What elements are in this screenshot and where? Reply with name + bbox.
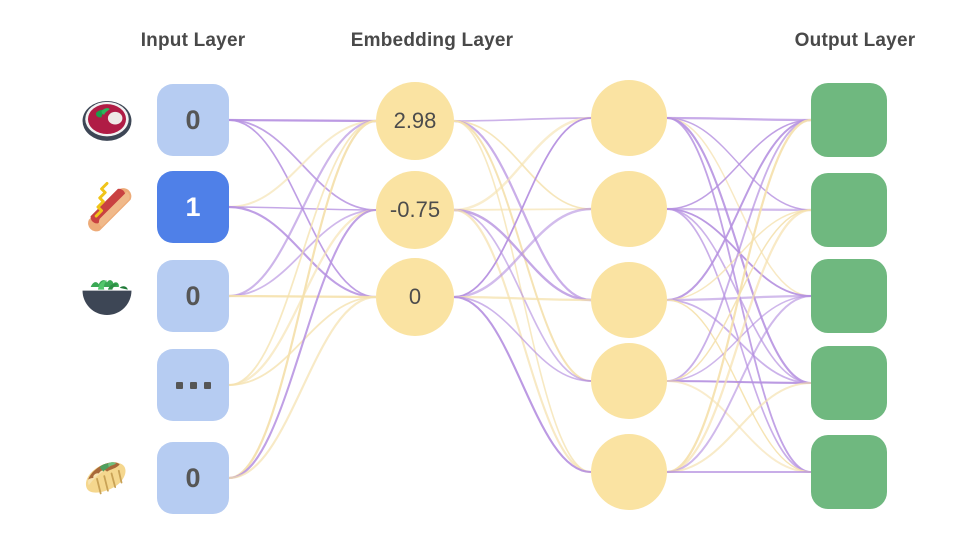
connection-edge: [453, 117, 592, 298]
connection-edge: [453, 116, 592, 212]
meat-plate-icon: [78, 91, 136, 149]
connection-edge: [453, 296, 592, 382]
input-value-box-ellipsis[interactable]: [157, 349, 229, 421]
connection-edge: [228, 118, 377, 123]
connection-edge: [228, 119, 377, 211]
connection-edge: [666, 117, 812, 211]
header-input-layer: Input Layer: [140, 30, 246, 51]
connection-edge: [666, 381, 812, 474]
embedding-node-value: -0.75: [389, 197, 441, 222]
connection-edge: [666, 207, 812, 212]
connection-edge: [453, 119, 592, 302]
connection-edge: [228, 205, 377, 299]
input-value-box-5[interactable]: 0: [157, 442, 229, 514]
connection-edge: [228, 209, 377, 297]
hidden-node-5[interactable]: [591, 434, 667, 510]
input-value-text: 1: [185, 191, 201, 222]
connection-edge: [228, 206, 377, 211]
connection-edge: [666, 208, 812, 384]
connection-edge: [453, 208, 592, 474]
connection-edge: [228, 208, 377, 480]
input-value-text: 0: [185, 104, 201, 135]
connection-edge: [228, 119, 377, 298]
connection-edge: [453, 208, 592, 211]
connection-edge: [453, 295, 592, 474]
ellipsis-icon: [175, 381, 211, 389]
connection-edge: [666, 118, 812, 474]
input-value-box-1[interactable]: 0: [157, 84, 229, 156]
connection-edge: [666, 380, 812, 473]
connection-edge: [666, 208, 812, 473]
connection-edge: [666, 208, 812, 297]
hidden-node-3[interactable]: [591, 262, 667, 338]
connection-edge: [666, 299, 812, 473]
connection-edge: [453, 120, 592, 210]
output-box-4[interactable]: [811, 346, 887, 420]
input-value-box-3[interactable]: 0: [157, 260, 229, 332]
connection-edge: [666, 116, 812, 122]
embedding-node-value: 2.98: [393, 108, 437, 133]
hidden-node-2[interactable]: [591, 171, 667, 247]
header-output-layer: Output Layer: [794, 30, 916, 51]
connection-edge: [666, 294, 812, 302]
input-value-box-2[interactable]: 1: [157, 171, 229, 243]
connection-edge: [666, 118, 812, 302]
connection-edge: [666, 208, 812, 474]
connection-edge: [453, 209, 592, 382]
connection-edge: [666, 116, 812, 385]
connection-edge: [453, 295, 592, 302]
connection-edge: [666, 299, 812, 384]
connection-edge: [228, 296, 377, 386]
connection-edge: [228, 119, 377, 298]
connection-edge: [453, 120, 592, 473]
salad-bowl-icon: [78, 267, 136, 325]
connection-edge: [666, 117, 812, 473]
output-box-3[interactable]: [811, 259, 887, 333]
connection-edge: [228, 295, 377, 480]
connection-edge: [453, 207, 592, 299]
connection-edge: [666, 379, 812, 385]
edges-embedding-to-hidden: [453, 116, 592, 474]
connection-edge: [666, 117, 812, 297]
hidden-node-1[interactable]: [591, 80, 667, 156]
header-embedding-layer: Embedding Layer: [350, 30, 514, 51]
embedding-node-2[interactable]: -0.75: [376, 171, 454, 249]
output-box-1[interactable]: [811, 83, 887, 157]
input-value-text: 0: [185, 280, 201, 311]
edges-hidden-to-output: [666, 116, 812, 474]
connection-edge: [453, 117, 592, 122]
hidden-node-4[interactable]: [591, 343, 667, 419]
connection-edge: [666, 209, 812, 382]
output-box-5[interactable]: [811, 435, 887, 509]
connection-edge: [666, 119, 812, 210]
embedding-node-1[interactable]: 2.98: [376, 82, 454, 160]
embedding-node-value: 0: [408, 284, 422, 309]
connection-edge: [666, 209, 812, 301]
connection-edge: [228, 294, 377, 299]
edges-input-to-embedding: [228, 118, 377, 480]
connection-edge: [666, 119, 812, 382]
connection-edge: [666, 295, 812, 382]
connection-edge: [228, 119, 377, 480]
connection-edge: [453, 208, 592, 302]
hot-dog-icon: [78, 178, 136, 236]
connection-edge: [228, 120, 377, 386]
input-value-text: 0: [185, 462, 201, 493]
burrito-icon: [78, 449, 136, 507]
output-box-2[interactable]: [811, 173, 887, 247]
connection-edge: [228, 208, 377, 387]
connection-edge: [666, 295, 812, 473]
embedding-node-3[interactable]: 0: [376, 258, 454, 336]
connection-edge: [228, 119, 377, 209]
connection-edge: [453, 119, 592, 383]
